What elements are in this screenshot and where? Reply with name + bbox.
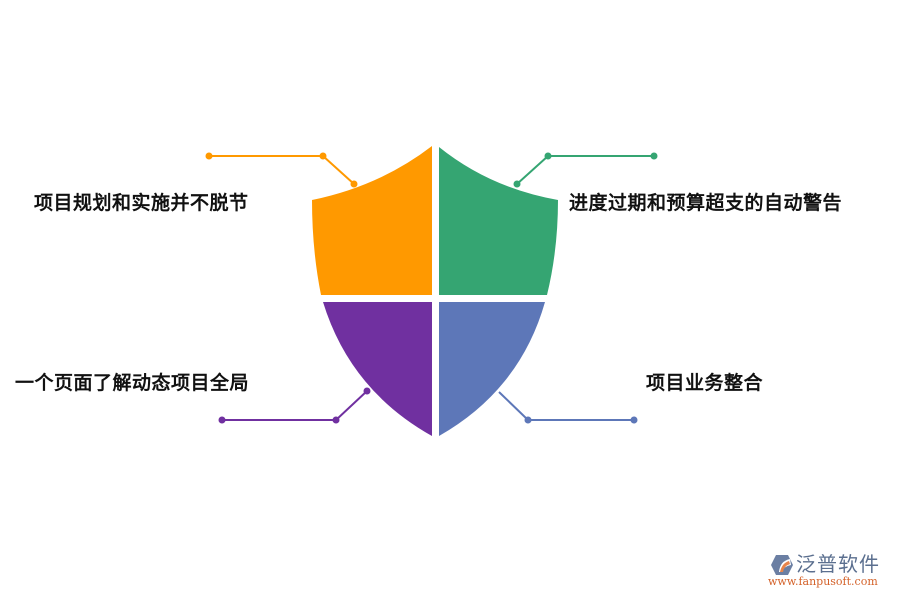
logo-brand-text: 泛普软件: [796, 552, 880, 576]
connector-top-left: [205, 152, 358, 188]
shield-quadrant-bottom-right: [439, 302, 545, 436]
logo-url-text: www.fanpusoft.com: [768, 575, 878, 588]
shield-quadrant-top-right: [439, 147, 558, 295]
label-top-left: 项目规划和实施并不脱节: [34, 192, 249, 214]
fanpu-logo: 泛普软件 www.fanpusoft.com: [768, 552, 898, 592]
connector-top-right: [513, 152, 658, 188]
label-bottom-left: 一个页面了解动态项目全局: [15, 372, 250, 394]
label-bottom-right: 项目业务整合: [646, 372, 764, 394]
fanpu-hexagon-logo-icon: [771, 555, 793, 575]
connector-bottom-right: [498, 391, 638, 424]
label-top-right: 进度过期和预算超支的自动警告: [569, 192, 843, 214]
shield-quadrant-bottom-left: [323, 302, 432, 436]
connector-bottom-left: [218, 387, 371, 424]
shield-quadrant-top-left: [312, 146, 432, 295]
